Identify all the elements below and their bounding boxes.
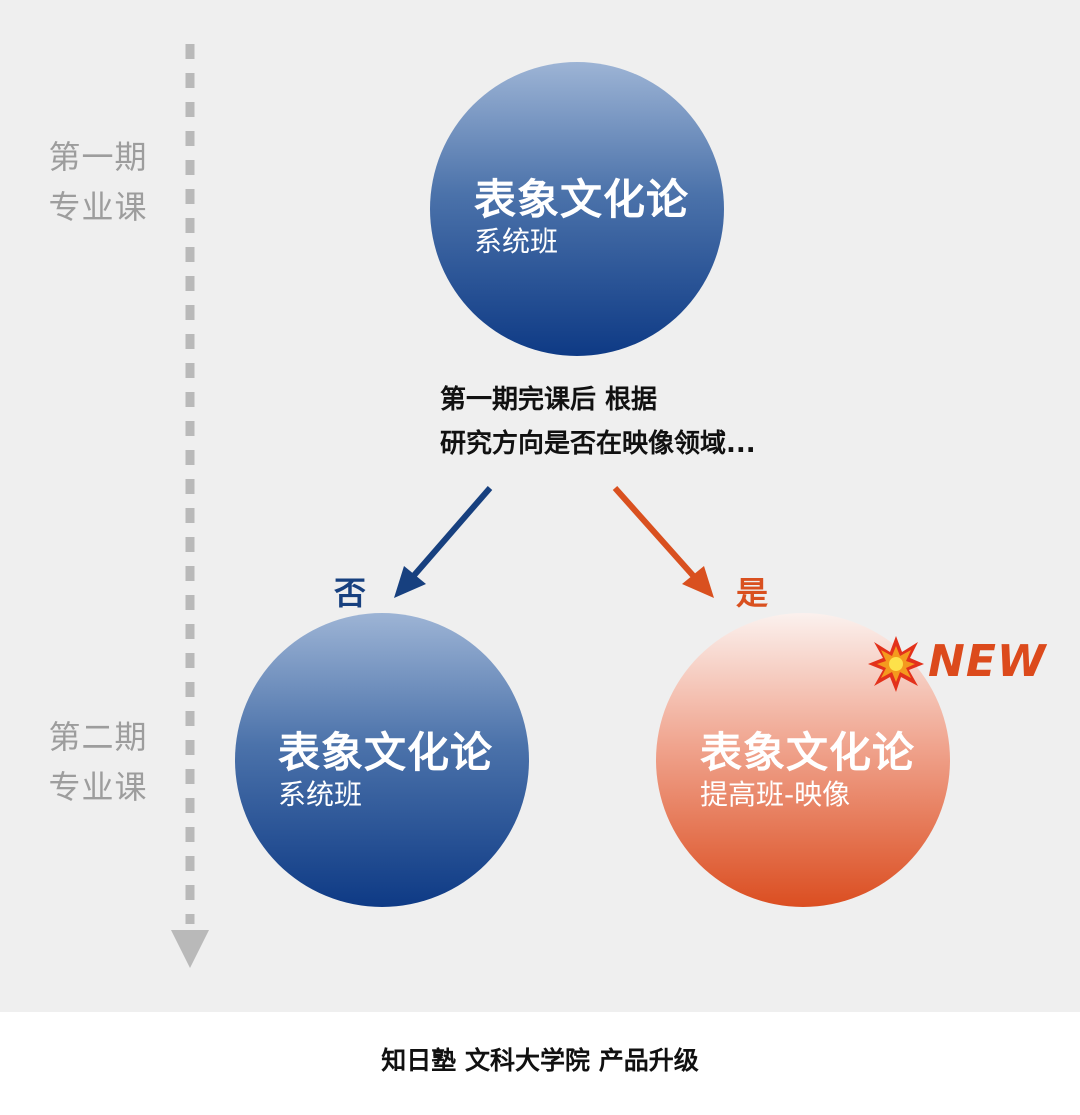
branch-label-yes: 是: [736, 574, 769, 612]
yes-branch-arrow: [612, 486, 714, 598]
period-2-line-2: 专业课: [48, 768, 148, 806]
no-branch-arrow: [394, 486, 493, 598]
branch-arrows: [394, 486, 714, 598]
node-left-subtitle: 系统班: [278, 778, 363, 811]
new-badge-text: NEW: [928, 636, 1047, 687]
node-left-title: 表象文化论: [278, 728, 494, 777]
new-badge: NEW: [866, 634, 1056, 694]
node-right-title: 表象文化论: [700, 728, 916, 777]
node-top-subtitle: 系统班: [474, 225, 559, 258]
branch-label-no: 否: [334, 574, 367, 612]
footer-caption: 知日塾 文科大学院 产品升级: [381, 1046, 699, 1075]
period-1-line-2: 专业课: [48, 188, 148, 226]
question-line-1: 第一期完课后 根据: [440, 385, 658, 415]
collision-icon: [868, 636, 924, 692]
timeline-arrow: [171, 44, 209, 968]
node-left-circle: 表象文化论 系统班: [235, 613, 529, 907]
node-top-circle: 表象文化论 系统班: [430, 62, 724, 356]
period-2-label: 第二期 专业课: [36, 712, 160, 812]
node-right-subtitle: 提高班-映像: [700, 778, 851, 811]
period-2-line-1: 第二期: [48, 718, 148, 756]
period-1-line-1: 第一期: [48, 138, 148, 176]
decision-question: 第一期完课后 根据 研究方向是否在映像领域...: [440, 378, 756, 466]
diagram-panel: 第一期 专业课 第二期 专业课 表象文化论 系统班 第一期完课后 根据 研究方向…: [0, 0, 1080, 1012]
period-1-label: 第一期 专业课: [36, 132, 160, 232]
timeline-arrowhead: [171, 930, 209, 968]
question-line-2: 研究方向是否在映像领域...: [440, 429, 756, 459]
node-top-title: 表象文化论: [474, 175, 690, 224]
